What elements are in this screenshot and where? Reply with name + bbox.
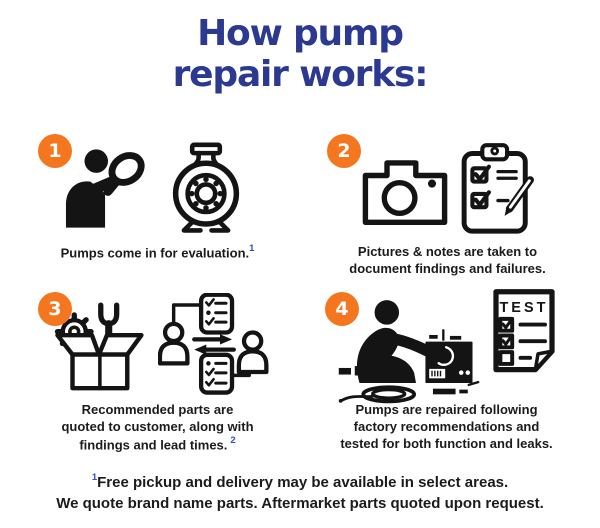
step-3-footnote-marker: 2: [230, 434, 236, 446]
step-1-caption: Pumps come in for evaluation.1: [60, 243, 255, 261]
parts-box-gear-wrench-icon: [54, 302, 144, 391]
step-3: 3: [10, 286, 305, 468]
step-4-icons: TEST: [335, 288, 559, 404]
clipboard-checklist-pencil-icon: [461, 143, 534, 234]
footnote-2: We quote brand name parts. Aftermarket p…: [56, 495, 544, 512]
camera-icon: [362, 160, 447, 225]
page-title-line-2: repair works:: [172, 53, 429, 95]
customer-quote-exchange-icon: [157, 292, 269, 395]
page-title: How pump repair works:: [0, 13, 600, 95]
person-with-magnifier-icon: [65, 149, 145, 228]
step-1-icons: [64, 138, 252, 240]
test-checklist-sheet-icon: TEST: [492, 289, 555, 373]
step-2-badge: 2: [327, 134, 361, 168]
step-2-icons: [360, 138, 536, 240]
step-3-icons: [46, 290, 270, 398]
pump-icon: [172, 142, 239, 233]
step-1-footnote-marker: 1: [249, 243, 255, 254]
step-1-badge: 1: [38, 134, 72, 168]
step-4: 4: [303, 286, 590, 468]
test-sheet-title: TEST: [499, 300, 548, 316]
technician-repairing-pump-icon: [338, 300, 479, 404]
footnote-1: 1Free pickup and delivery may be availab…: [91, 472, 509, 491]
step-4-badge: 4: [325, 292, 359, 326]
step-3-badge: 3: [38, 292, 72, 326]
step-4-caption: Pumps are repaired following factory rec…: [340, 402, 553, 451]
step-2: 2 Pictures & not: [305, 130, 590, 282]
step-1: 1: [10, 130, 305, 282]
page-title-line-1: How pump: [197, 13, 404, 54]
footnote-1-marker: 1: [91, 472, 98, 483]
footnotes: 1Free pickup and delivery may be availab…: [0, 472, 600, 514]
step-2-caption: Pictures & notes are taken to document f…: [349, 244, 546, 276]
step-3-caption: Recommended parts are quoted to customer…: [61, 402, 254, 453]
